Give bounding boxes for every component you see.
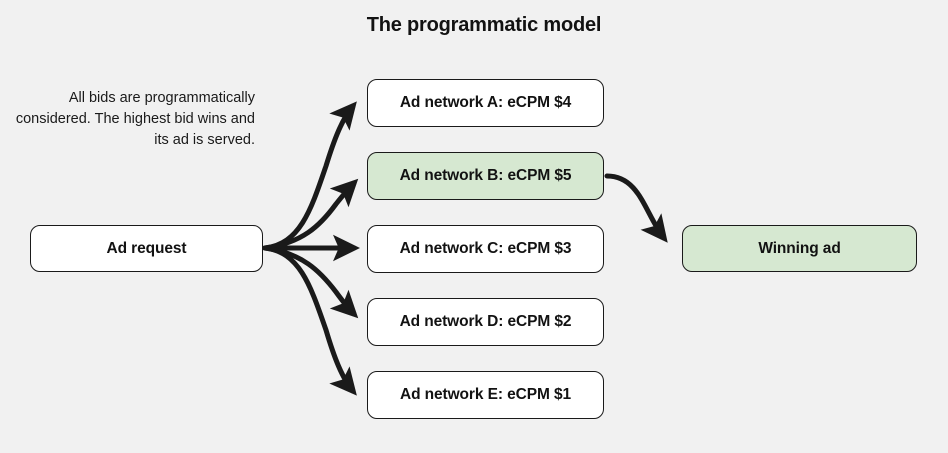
node-ad-network-e[interactable]: Ad network E: eCPM $1 [367, 371, 604, 419]
diagram-caption: All bids are programmatically considered… [15, 90, 255, 148]
node-ad-request[interactable]: Ad request [30, 225, 263, 272]
node-ad-network-d[interactable]: Ad network D: eCPM $2 [367, 298, 604, 346]
node-ad-network-c[interactable]: Ad network C: eCPM $3 [367, 225, 604, 273]
arrow-request-to-network-b [262, 178, 359, 251]
arrow-request-to-network-d [262, 245, 359, 319]
page-title: The programmatic model [366, 14, 602, 36]
arrow-request-to-network-a [262, 101, 357, 251]
arrow-network-b-to-winning-ad [604, 173, 668, 243]
node-winning-ad[interactable]: Winning ad [682, 225, 917, 272]
arrow-request-to-network-e [262, 245, 357, 396]
node-ad-network-a[interactable]: Ad network A: eCPM $4 [367, 79, 604, 127]
node-ad-network-b[interactable]: Ad network B: eCPM $5 [367, 152, 604, 200]
